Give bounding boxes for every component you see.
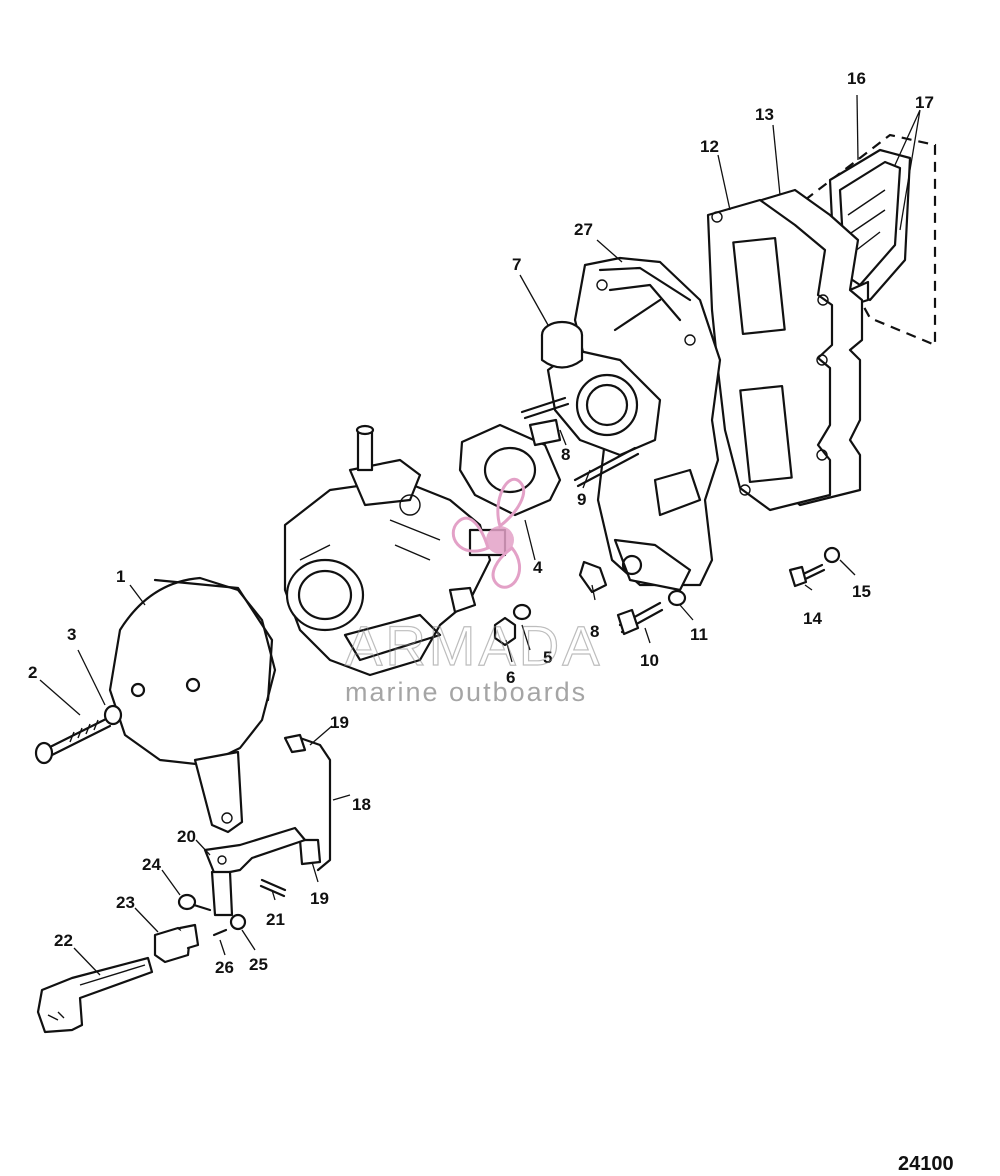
- callout-3: 3: [67, 625, 76, 644]
- callout-4: 4: [533, 558, 543, 577]
- gasket-12: [706, 198, 834, 512]
- silencer-cover-1: [108, 576, 277, 834]
- watermark-brand: ARMADA: [345, 614, 603, 677]
- link-rod-18: [283, 733, 332, 872]
- throttle-lever-20: [203, 826, 307, 917]
- screw-10: [616, 589, 687, 636]
- callout-8b: 8: [590, 622, 599, 641]
- callout-labels: 1 2 3 4 5 6 7 8 8 9 10 11 12 13 14 15 16…: [28, 69, 934, 977]
- screw-2: [34, 704, 123, 765]
- callout-6: 6: [506, 668, 515, 687]
- callout-25: 25: [249, 955, 268, 974]
- callout-7: 7: [512, 255, 521, 274]
- callout-23: 23: [116, 893, 135, 912]
- figure-number: 24100: [898, 1153, 954, 1175]
- armada-watermark: ARMADA marine outboards: [344, 477, 603, 707]
- small-hardware: [177, 893, 247, 937]
- callout-15: 15: [852, 582, 871, 601]
- callout-26: 26: [215, 958, 234, 977]
- propeller-logo: [451, 477, 526, 589]
- callout-21: 21: [266, 910, 285, 929]
- callout-27: 27: [574, 220, 593, 239]
- callout-12: 12: [700, 137, 719, 156]
- callout-20: 20: [177, 827, 196, 846]
- callout-10: 10: [640, 651, 659, 670]
- callout-11: 11: [690, 625, 708, 644]
- callout-19a: 19: [330, 713, 349, 732]
- callout-14: 14: [803, 609, 822, 628]
- carburetor: [283, 424, 507, 677]
- choke-knob-22: [36, 956, 154, 1034]
- callout-17: 17: [915, 93, 934, 112]
- callout-5: 5: [543, 648, 552, 667]
- carb-gasket-4: [458, 423, 562, 517]
- callout-8a: 8: [561, 445, 570, 464]
- leader-lines: [39, 94, 921, 976]
- callout-9: 9: [577, 490, 586, 509]
- nuts: [493, 603, 532, 647]
- studs: [520, 396, 640, 594]
- callout-19b: 19: [310, 889, 329, 908]
- callout-18: 18: [352, 795, 371, 814]
- callout-13: 13: [755, 105, 774, 124]
- bushing-23: [153, 923, 200, 964]
- screw-14: [788, 546, 841, 588]
- callout-24: 24: [142, 855, 161, 874]
- callout-16: 16: [847, 69, 866, 88]
- callout-2: 2: [28, 663, 37, 682]
- callout-22: 22: [54, 931, 73, 950]
- callout-1: 1: [116, 567, 125, 586]
- watermark-tagline: marine outboards: [345, 677, 587, 707]
- intake-manifold: [540, 256, 722, 592]
